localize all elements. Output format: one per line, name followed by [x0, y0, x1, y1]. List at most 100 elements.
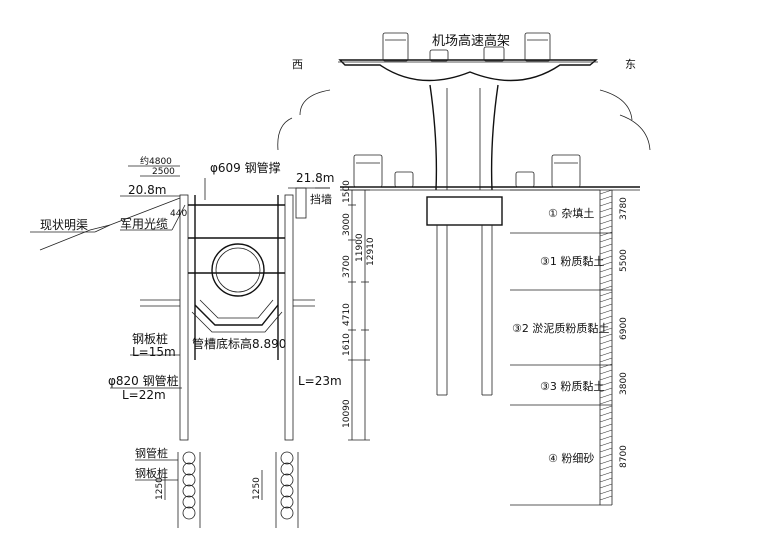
soil-hatch-line: [599, 399, 613, 405]
dim-11900: 11900: [355, 233, 365, 262]
soil-hatch-line: [599, 369, 613, 375]
sheet-pile-length: L=15m: [132, 345, 176, 359]
pipe-bottom-elev: 管槽底标高8.890: [192, 336, 286, 351]
dim-440: 440: [170, 209, 187, 219]
soil-hatch-line: [599, 297, 613, 303]
highway-title: 机场高速高架: [432, 33, 510, 49]
sheet-pile-label: 钢板桩: [132, 331, 168, 346]
soil-hatch-line: [599, 483, 613, 489]
ground-road: [340, 154, 640, 191]
soil-hatch-line: [599, 303, 613, 309]
left-steel-pipe-pile: [179, 194, 189, 441]
soil-hatch-line: [599, 315, 613, 321]
steel-pipe-pile-length: L=22m: [122, 388, 166, 402]
pile-section-circle: [280, 506, 294, 520]
dim-4710: 4710: [342, 303, 352, 326]
label-west: 西: [292, 58, 303, 71]
dim-3700: 3700: [342, 255, 352, 278]
dim-3000: 3000: [342, 213, 352, 236]
pile-section-circle: [280, 451, 294, 465]
soil-layer-4: ③3 粉质黏土: [540, 379, 604, 393]
retaining-wall: [295, 187, 307, 219]
soil-hatch-line: [599, 321, 613, 327]
soil-hatch-line: [599, 189, 613, 195]
detail-spacing-left: 1250: [155, 477, 165, 500]
retaining-wall-label: 挡墙: [310, 192, 332, 206]
pipe: [211, 243, 265, 297]
soil-hatch-line: [599, 405, 613, 411]
dim-2500: 2500: [152, 167, 175, 177]
soil-hatch-line: [599, 261, 613, 267]
soil-thickness-4: 3800: [619, 372, 629, 395]
steel-pipe-pile-label: φ820 钢管桩: [108, 373, 179, 388]
soil-hatch-line: [599, 327, 613, 333]
soil-hatch-line: [599, 381, 613, 387]
detail-steel-pipe-pile: 钢管桩: [135, 446, 168, 460]
soil-hatch-line: [599, 231, 613, 237]
soil-hatch-line: [599, 447, 613, 453]
pile-section-circle: [182, 484, 196, 498]
pier-columns: [429, 84, 499, 191]
pile-detail: [164, 451, 299, 528]
soil-thickness-1: 3780: [619, 197, 629, 220]
pile-section-circle: [182, 473, 196, 487]
soil-hatch-line: [599, 339, 613, 345]
soil-hatch-line: [599, 429, 613, 435]
soil-hatch-line: [599, 207, 613, 213]
dim-1610: 1610: [342, 333, 352, 356]
soil-column: [510, 189, 613, 506]
excavation-pit: [39, 187, 330, 441]
detail-spacing-right: 1250: [252, 477, 262, 500]
soil-hatch-line: [599, 471, 613, 477]
pile-section-circle: [182, 495, 196, 509]
bridge-deck: [338, 59, 598, 82]
soil-hatch-line: [599, 201, 613, 207]
soil-hatch-line: [599, 225, 613, 231]
soil-thickness-2: 5500: [619, 249, 629, 272]
dim-1500: 1500: [342, 180, 352, 203]
soil-hatch-line: [599, 333, 613, 339]
leader-lines: [30, 178, 330, 481]
soil-hatch-line: [599, 393, 613, 399]
pile-section-circle: [182, 462, 196, 476]
soil-hatch-line: [599, 495, 613, 501]
pile-section-circle: [280, 484, 294, 498]
pile-section-circle: [280, 473, 294, 487]
pile-section-circle: [280, 462, 294, 476]
dimension-lines: [128, 165, 370, 441]
soil-hatch-line: [599, 309, 613, 315]
deck-vehicles: [382, 32, 551, 62]
military-cable-label: 军用光缆: [120, 217, 168, 231]
soil-thickness-3: 6900: [619, 317, 629, 340]
existing-ditch-label: 现状明渠: [40, 218, 88, 232]
soil-hatch-line: [599, 273, 613, 279]
elev-top-right: 21.8m: [296, 171, 334, 185]
soil-hatch-line: [599, 237, 613, 243]
soil-layer-2: ③1 粉质黏土: [540, 254, 604, 268]
pile-cap: [426, 196, 503, 226]
dim-10090: 10090: [342, 399, 352, 428]
soil-hatch-line: [599, 285, 613, 291]
soil-hatch-line: [599, 255, 613, 261]
soil-hatch-line: [599, 387, 613, 393]
pile-section-circle: [182, 451, 196, 465]
soil-hatch-line: [599, 417, 613, 423]
elev-ground-left: 20.8m: [128, 183, 166, 197]
soil-layer-3: ③2 淤泥质粉质黏土: [512, 321, 609, 335]
pipe-trench: [194, 304, 279, 326]
dim-total: 约4800: [140, 155, 172, 167]
soil-hatch-line: [599, 249, 613, 255]
strut-label: φ609 钢管撑: [210, 160, 281, 175]
dim-12910: 12910: [366, 237, 376, 266]
label-east: 东: [625, 58, 636, 71]
soil-hatch-line: [599, 375, 613, 381]
soil-hatch-line: [599, 477, 613, 483]
soil-hatch-line: [599, 195, 613, 201]
soil-hatch-line: [599, 213, 613, 219]
soil-hatch-line: [599, 453, 613, 459]
elevated-highway: [277, 32, 651, 396]
right-pile-length: L=23m: [298, 374, 342, 388]
soil-hatch-line: [599, 219, 613, 225]
soil-hatch-line: [599, 411, 613, 417]
